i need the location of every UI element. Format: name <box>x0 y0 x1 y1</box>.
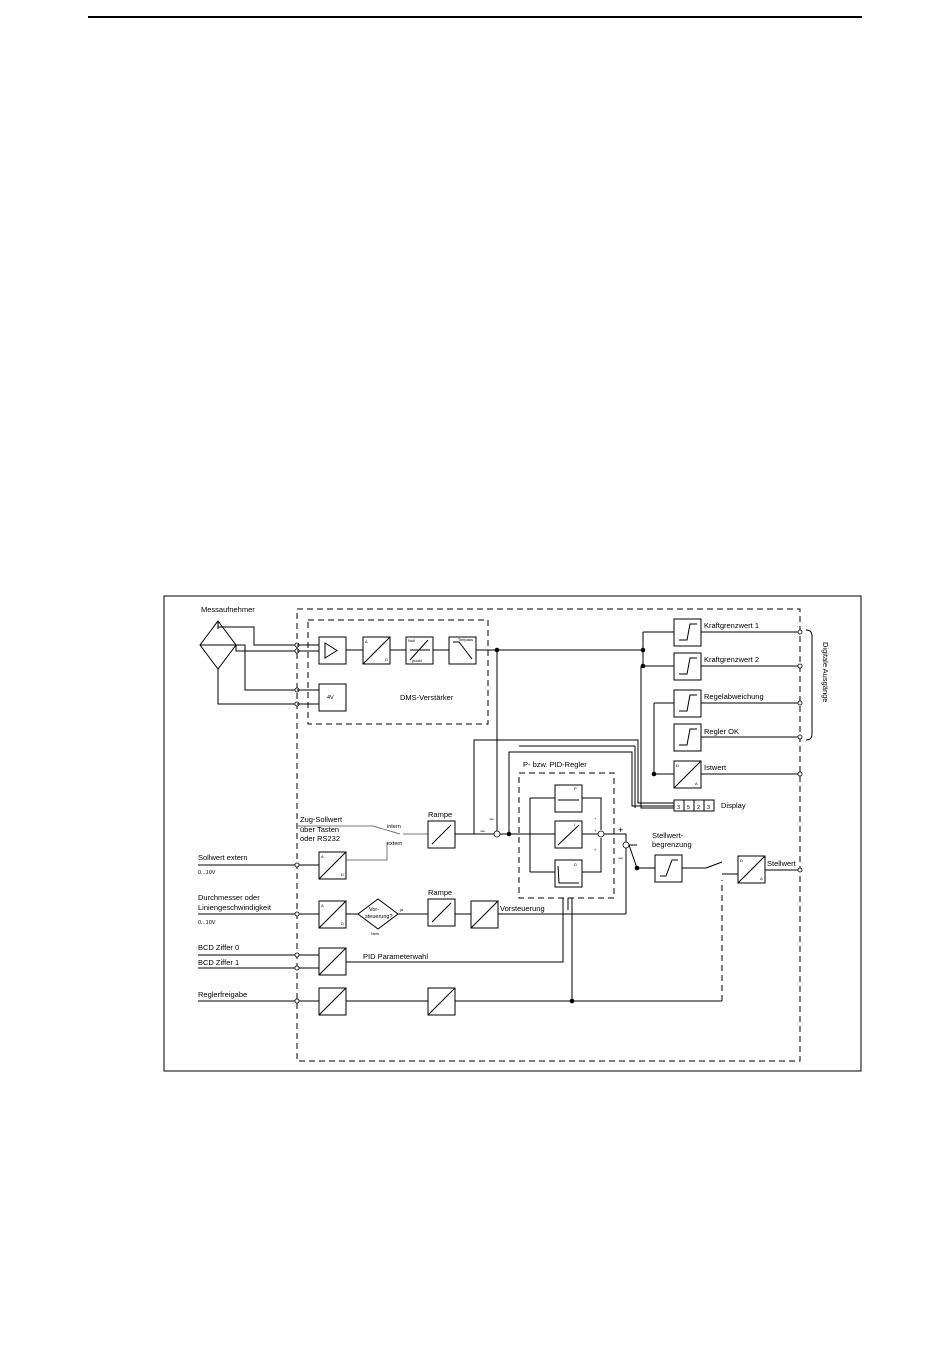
svg-text:A: A <box>695 781 698 786</box>
svg-text:Durchmesser oder: Durchmesser oder <box>198 893 260 902</box>
stellwert-label: Stellwert <box>767 859 797 868</box>
svg-text:Sollwert extern: Sollwert extern <box>198 853 248 862</box>
force-limit-2-block <box>673 652 702 681</box>
svg-text:2: 2 <box>697 805 700 811</box>
messaufnehmer-label: Messaufnehmer <box>201 605 255 614</box>
svg-text:−: − <box>618 853 623 863</box>
dms-verstaerker-label: DMS-Verstärker <box>400 693 454 702</box>
svg-text:Kraftgrenzwert 2: Kraftgrenzwert 2 <box>704 655 759 664</box>
svg-text:BCD Ziffer 0: BCD Ziffer 0 <box>198 943 239 952</box>
svg-text:A: A <box>760 876 763 881</box>
svg-text:A: A <box>321 903 324 908</box>
svg-text:Regler OK: Regler OK <box>704 727 739 736</box>
svg-text:−: − <box>489 814 494 824</box>
pid-p-block <box>554 784 583 813</box>
svg-text:Liniengeschwindigkeit: Liniengeschwindigkeit <box>198 903 272 912</box>
svg-text:D: D <box>341 872 344 877</box>
controller-ok-block <box>673 723 702 752</box>
pid-label: P- bzw. PID-Regler <box>523 760 587 769</box>
svg-text:BCD Ziffer 1: BCD Ziffer 1 <box>198 958 239 967</box>
force-limit-1-block <box>673 618 702 647</box>
page-header-rule <box>88 16 862 18</box>
svg-text:3: 3 <box>707 805 710 811</box>
svg-text:Regelabweichung: Regelabweichung <box>704 692 764 701</box>
pid-summing-junction <box>597 830 605 838</box>
svg-text:3: 3 <box>677 805 680 811</box>
main-summing-junction <box>622 841 630 849</box>
display-digit-4 <box>703 799 715 812</box>
svg-text:Rampe: Rampe <box>428 810 452 819</box>
svg-text:4V: 4V <box>327 695 334 701</box>
svg-text:Null: Null <box>408 638 415 643</box>
svg-text:D: D <box>574 862 577 867</box>
svg-text:PID Parameterwahl: PID Parameterwahl <box>363 952 428 961</box>
svg-text:Kraftgrenzwert 1: Kraftgrenzwert 1 <box>704 621 759 630</box>
input-amplifier-block <box>318 636 347 665</box>
svg-text:+: + <box>594 828 597 833</box>
svg-text:D: D <box>385 657 388 662</box>
svg-text:Tiefpass: Tiefpass <box>458 637 473 642</box>
device-boundary <box>296 608 801 1062</box>
svg-text:+: + <box>594 847 597 852</box>
control-deviation-block <box>673 689 702 718</box>
svg-text:Vor-: Vor- <box>369 907 379 913</box>
excitation-block <box>318 683 347 712</box>
svg-text:A: A <box>365 639 368 644</box>
svg-text:begrenzung: begrenzung <box>652 840 692 849</box>
svg-text:Vorsteuerung: Vorsteuerung <box>500 904 545 913</box>
svg-text:D: D <box>676 763 679 768</box>
svg-text:−: − <box>480 826 485 836</box>
svg-text:Nein: Nein <box>371 931 379 936</box>
svg-text:I: I <box>574 822 575 827</box>
figure-frame <box>163 595 862 1072</box>
display-label: Display <box>721 801 746 810</box>
svg-text:punkt: punkt <box>412 658 423 663</box>
svg-text:+: + <box>594 816 597 821</box>
svg-text:intern: intern <box>387 824 401 830</box>
svg-text:Reglerfreigabe: Reglerfreigabe <box>198 990 247 999</box>
svg-text:Rampe: Rampe <box>428 888 452 897</box>
digitale-ausgaenge-label: Digitale Ausgänge <box>821 642 830 702</box>
svg-text:extern: extern <box>387 841 402 847</box>
svg-text:ja: ja <box>399 907 404 912</box>
svg-text:0...10V: 0...10V <box>198 870 216 876</box>
svg-text:oder RS232: oder RS232 <box>300 834 340 843</box>
lowpass-filter-block <box>448 636 477 665</box>
svg-text:+: + <box>618 825 623 835</box>
svg-text:A: A <box>321 854 324 859</box>
svg-text:0...10V: 0...10V <box>198 920 216 926</box>
setpoint-summing-junction <box>493 830 501 838</box>
svg-text:Stellwert-: Stellwert- <box>652 831 684 840</box>
svg-text:D: D <box>341 921 344 926</box>
svg-text:über Tasten: über Tasten <box>300 825 339 834</box>
svg-text:Zug-Sollwert: Zug-Sollwert <box>300 815 343 824</box>
svg-text:steuerung?: steuerung? <box>365 914 393 920</box>
svg-text:D: D <box>740 858 743 863</box>
svg-text:P: P <box>574 786 577 791</box>
svg-text:Istwert: Istwert <box>704 763 727 772</box>
dms-amplifier-boundary <box>307 619 489 725</box>
svg-text:5: 5 <box>687 805 690 811</box>
